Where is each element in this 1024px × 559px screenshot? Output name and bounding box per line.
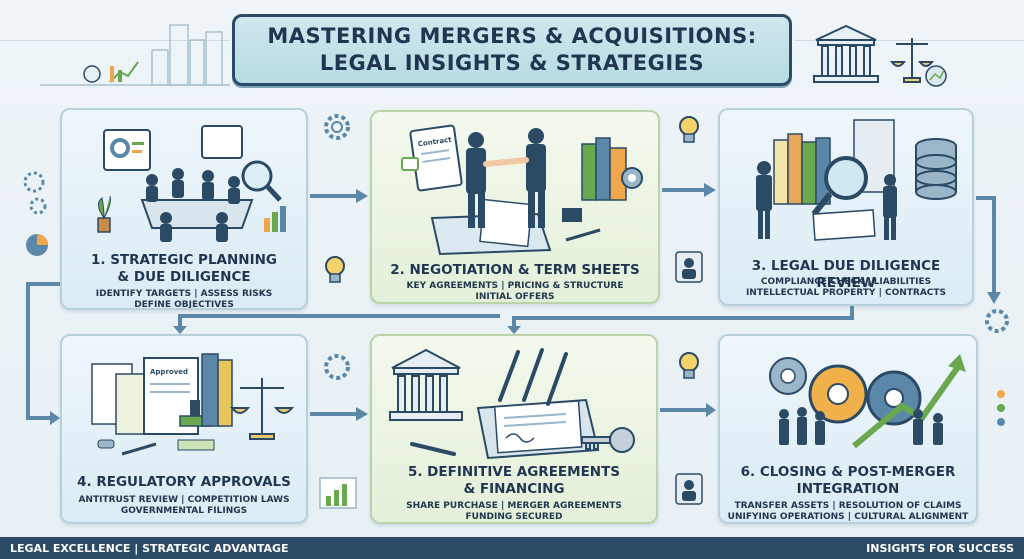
binders-icon [581,137,627,201]
dots-icon [997,390,1005,426]
step-6-subtitle-line-2: Unifying Operations | Cultural Alignment [727,512,969,522]
magnifier-icon [241,160,282,202]
database-icon [915,138,957,200]
arrow-3-right-down [976,196,996,292]
pens-icon [498,348,568,406]
step-2-subtitle-line-1: Key Agreements | Pricing & Structure [406,281,624,291]
title-line-2: Legal Insights & Strategies [319,51,705,75]
step-4-subtitle-line-2: Governmental Filings [120,506,248,516]
step-3-subtitle-line-1: Compliance Check | Liabilities [760,277,932,287]
scale-icon [889,38,935,83]
step-6-panel: 6. Closing & Post-Merger Integration Tra… [718,334,978,524]
team-meeting-illustration [97,125,286,242]
step-5-title-line-2: & Financing [463,481,565,497]
gear-icon [985,309,1009,333]
flow-arrows [26,183,1001,425]
courthouse-icon [813,24,947,87]
bg-line [0,40,230,41]
gear-icon [621,167,643,189]
person-icon [675,473,703,505]
handshake-illustration: Contract [401,124,643,256]
gear-icon [769,357,807,395]
step-2-title: 2. Negotiation & Term Sheets [390,262,640,278]
footer-right-text: Insights for Success [866,541,1014,555]
bank-icon [389,348,463,421]
lightbulb-icon [679,352,699,379]
pen-icon [410,442,456,456]
step-3-title: 3. Legal Due Diligence Review [751,258,941,291]
approved-label: Approved [150,368,188,376]
step-4-subtitle-line-1: Antitrust Review | Competition Laws [78,495,290,505]
pen-icon [121,442,157,456]
step-1-subtitle-line-2: Define Objectives [134,300,234,310]
step-4-title: 4. Regulatory Approvals [77,474,291,490]
regulatory-approval-illustration: Approved [91,353,294,456]
magnifier-icon [811,156,868,216]
arrow-1-to-4 [26,282,60,420]
bar-chart-icon [319,477,357,509]
step-6-subtitle-line-1: Transfer Assets | Resolution of Claims [734,501,962,511]
step-2-subtitle-line-2: Initial Offers [475,292,555,302]
person-icon [675,251,703,283]
step-1-panel: 1. Strategic Planning & Due Diligence Id… [60,108,308,310]
step-1-title-line-2: & Due Diligence [117,269,251,285]
step-2-panel: Contract 2. Negotiation & Term Sheets Ke… [370,110,660,304]
gear-icon [324,354,350,380]
step-6-title-line-1: 6. Closing & Post-Merger [740,464,956,480]
gear-icon [808,364,868,424]
growth-arrow-icon [852,362,963,449]
chat-bubble-icon [401,157,419,171]
gear-icon [324,114,350,140]
gear-icon [23,171,47,215]
scale-icon [229,378,294,440]
step-5-panel: 5. Definitive Agreements & Financing Sha… [370,334,658,524]
arrow-3-to-5-connector [512,306,854,326]
step-6-title-line-2: Integration [796,481,900,497]
books-icon [201,353,233,427]
page-title: Mastering Mergers & Acquisitions: Legal … [232,14,792,86]
plant-icon [97,195,111,233]
lightbulb-icon [325,256,345,283]
city-skyline-icon [40,24,230,86]
lightbulb-icon [679,116,699,143]
step-5-subtitle-line-2: Funding Secured [465,512,563,522]
step-4-panel: Approved 4. Regulatory Approvals Antitru… [60,334,308,524]
document-review-illustration [756,119,957,241]
step-5-subtitle-line-1: Share Purchase | Merger Agreements [406,501,622,511]
step-1-subtitle-line-1: Identify Targets | Assess Risks [95,289,273,299]
title-line-1: Mastering Mergers & Acquisitions: [267,24,757,48]
integration-illustration [769,354,966,449]
signing-illustration [389,348,635,460]
step-5-title-line-1: 5. Definitive Agreements [407,464,621,480]
footer-left-text: Legal Excellence | Strategic Advantage [10,541,289,555]
binders-icon [773,133,831,205]
step-3-panel: 3. Legal Due Diligence Review Compliance… [718,108,974,306]
briefcase-icon [562,208,582,222]
key-icon [581,427,635,453]
pie-chart-icon [26,234,48,256]
arrow-to-4-connector [178,314,500,326]
step-1-title-line-1: 1. Strategic Planning [90,252,278,268]
pen-icon [565,228,601,242]
step-3-subtitle-line-2: Intellectual Property | Contracts [745,288,947,298]
footer-bar: Legal Excellence | Strategic Advantage I… [0,537,1024,559]
bg-line [794,40,1024,41]
